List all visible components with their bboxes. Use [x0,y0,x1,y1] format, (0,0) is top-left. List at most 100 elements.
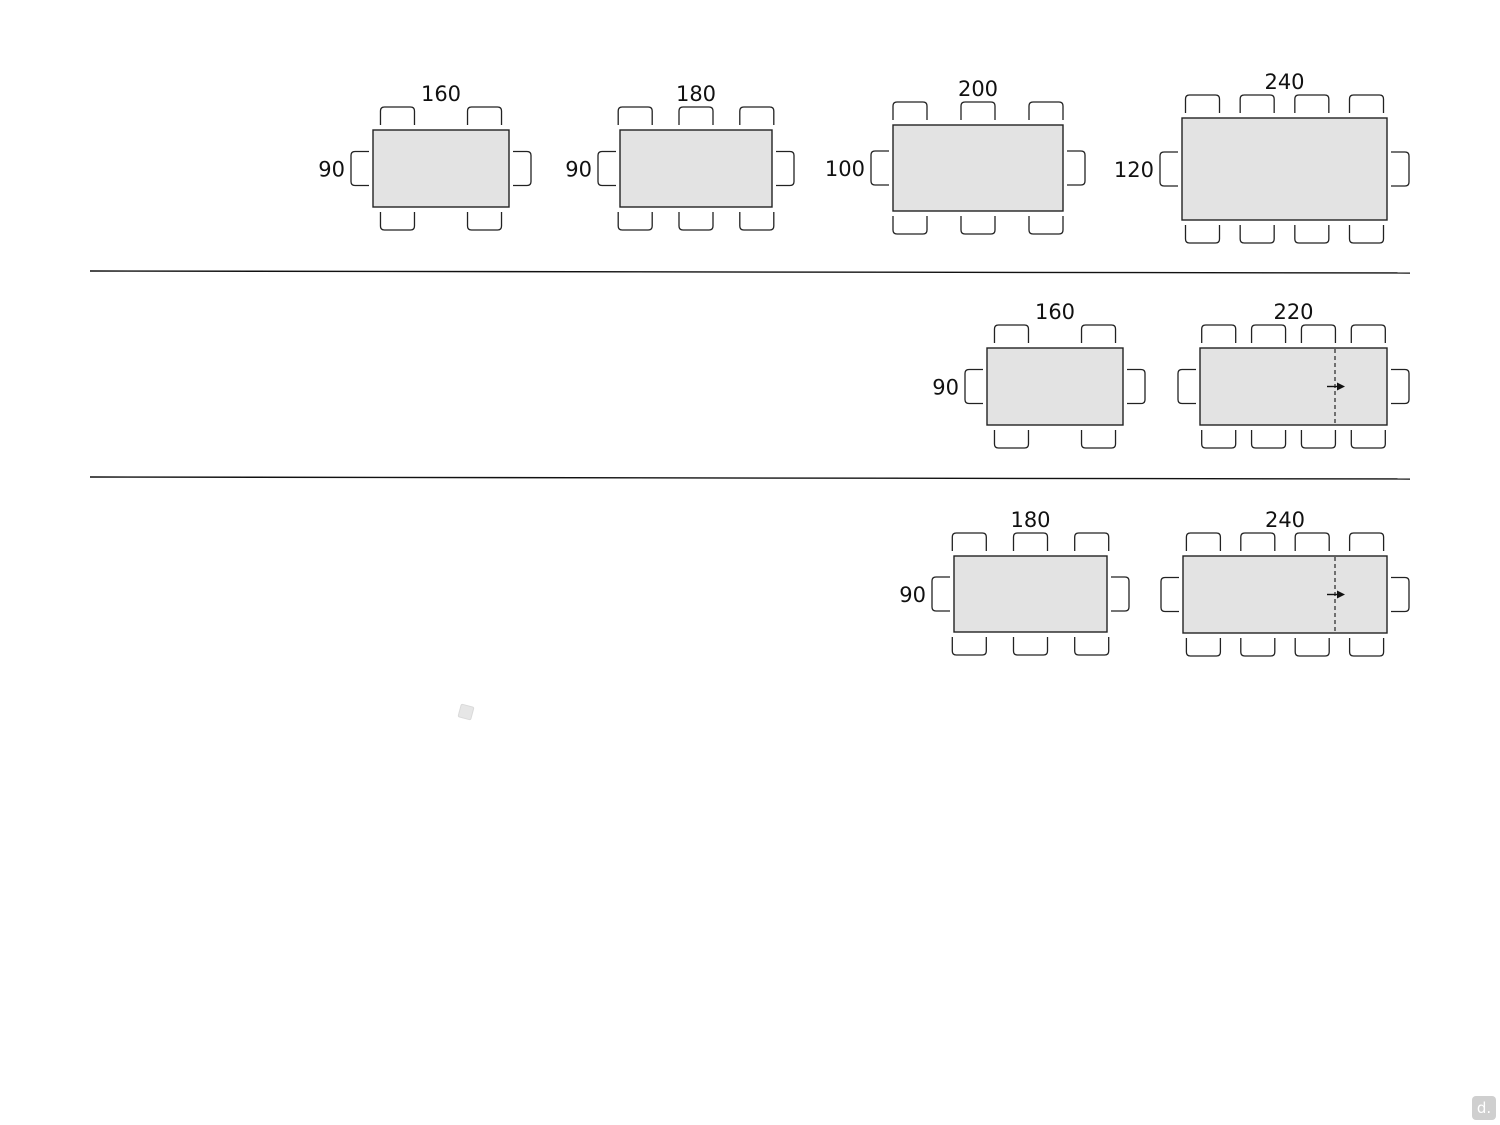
chair-icon [892,216,928,235]
chair-icon [1177,368,1196,405]
chair-icon [993,430,1030,449]
chair-icon [1391,151,1410,187]
chair-icon [617,106,653,125]
chair-icon [870,150,889,186]
chair-icon [1300,324,1337,343]
chair-icon [1250,430,1287,449]
chair-icon [1184,225,1221,244]
chair-icon [1160,576,1179,613]
chair-icon [1350,430,1386,449]
chair-icon [1127,368,1146,405]
chair-icon [776,150,795,187]
dining-table: 200 100 [825,77,1086,235]
chair-icon [1067,150,1086,186]
length-label: 200 [958,77,998,101]
dining-table: 220 [1177,300,1410,449]
chair-icon [1348,638,1385,657]
chair-icon [951,532,987,551]
chair-icon [513,150,532,187]
chair-icon [617,212,653,231]
arrow-head-icon [1337,382,1345,391]
table-top [892,124,1064,212]
chair-icon [960,101,996,120]
chair-icon [1159,151,1178,187]
chair-icon [951,637,987,656]
chair-icon [466,106,503,125]
chair-icon [1028,101,1064,120]
row-divider [89,270,1411,274]
chair-icon [960,216,996,235]
arrow-head-icon [1337,590,1345,599]
chair-icon [1391,576,1410,613]
width-label: 90 [318,158,345,182]
dining-table: 240 120 [1114,70,1410,244]
dining-table: 160 90 [318,82,532,231]
chair-icon [1012,637,1049,656]
chair-icon [739,106,775,125]
chair-icon [931,576,950,612]
chair-icon [379,106,416,125]
chair-icon [597,150,616,187]
chair-icon [1350,324,1386,343]
chair-icon [1239,94,1275,113]
dining-table: 180 90 [565,82,795,231]
chair-icon [1080,324,1117,343]
chair-icon [1111,576,1130,612]
chair-icon [1294,638,1330,657]
length-label: 160 [1035,300,1075,324]
chair-icon [1201,324,1237,343]
table-top [372,129,510,208]
chair-icon [1348,94,1385,113]
chair-icon [1185,532,1222,551]
chair-icon [1185,638,1222,657]
chair-icon [466,212,503,231]
chair-icon [1201,430,1237,449]
chair-icon [1240,532,1276,551]
chair-icon [1348,532,1385,551]
table-top [1181,117,1388,221]
table-top [619,129,773,208]
chair-icon [1391,368,1410,405]
chair-icon [379,212,416,231]
row-divider [89,476,1411,480]
chair-icon [1240,638,1276,657]
chair-icon [1348,225,1385,244]
length-label: 180 [676,82,716,106]
table-top [1199,347,1388,426]
dining-table: 160 90 [932,300,1146,449]
chair-icon [1294,225,1330,244]
chair-icon [964,368,983,405]
length-label: 160 [421,82,461,106]
width-label: 100 [825,157,865,181]
chair-icon [1074,637,1110,656]
width-label: 90 [932,376,959,400]
chair-icon [1294,94,1330,113]
chair-icon [1239,225,1275,244]
chair-icon [1080,430,1117,449]
chair-icon [1250,324,1287,343]
chair-icon [678,212,714,231]
brand-logo: d. [1472,1096,1496,1120]
length-label: 240 [1264,70,1304,94]
chair-icon [993,324,1030,343]
width-label: 90 [899,583,926,607]
chair-icon [1074,532,1110,551]
chair-icon [1012,532,1049,551]
chair-icon [350,150,369,187]
dining-table: 240 [1160,508,1410,657]
chair-icon [1300,430,1337,449]
table-top [953,555,1108,633]
length-label: 220 [1273,300,1313,324]
chair-icon [892,101,928,120]
chair-icon [1294,532,1330,551]
chair-icon [1028,216,1064,235]
length-label: 180 [1010,508,1050,532]
table-top [1182,555,1388,634]
chair-icon [1184,94,1221,113]
chair-icon [739,212,775,231]
chair-icon [678,106,714,125]
length-label: 240 [1265,508,1305,532]
width-label: 90 [565,158,592,182]
width-label: 120 [1114,158,1154,182]
